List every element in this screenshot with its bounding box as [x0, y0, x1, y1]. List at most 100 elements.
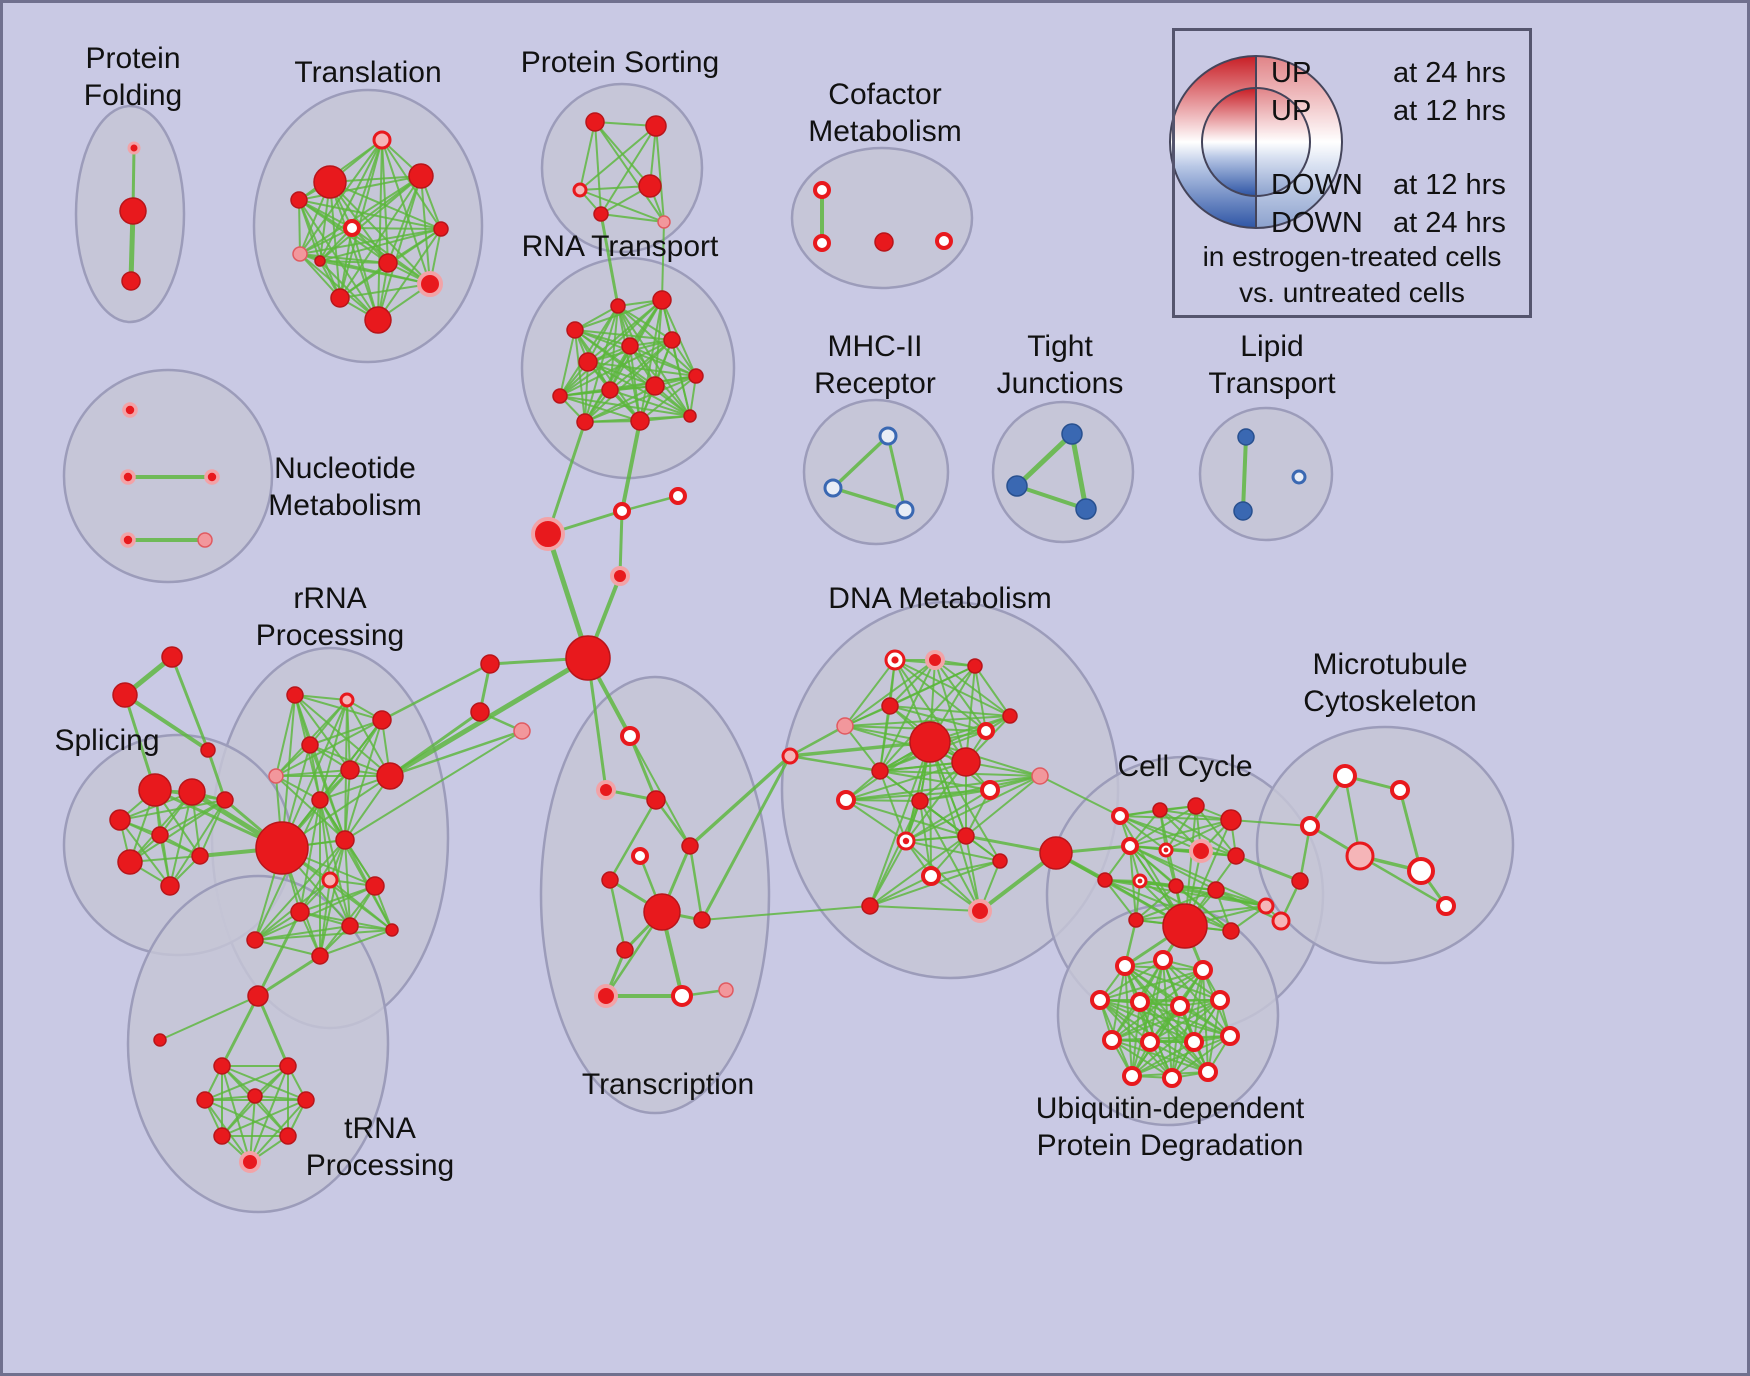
network-edge	[1099, 959, 1164, 1001]
gene-node	[364, 306, 392, 334]
network-edge	[254, 925, 351, 941]
gene-node	[1168, 878, 1184, 894]
network-edge	[1104, 879, 1137, 921]
cluster-ellipse-protein-sorting	[540, 82, 704, 254]
network-edge	[319, 260, 389, 264]
network-edge	[600, 213, 665, 223]
gene-node	[138, 773, 172, 807]
network-edge	[599, 213, 620, 307]
network-edge	[169, 799, 226, 887]
label-line: Tight	[1027, 330, 1093, 363]
network-edge	[351, 227, 442, 230]
network-edge	[789, 740, 931, 758]
gene-node	[621, 337, 639, 355]
gene-node	[1222, 922, 1240, 940]
network-edge	[1131, 1041, 1195, 1077]
gene-node	[980, 780, 1000, 800]
label-line: Metabolism	[808, 115, 962, 148]
network-edge	[608, 879, 627, 951]
gene-node	[313, 165, 347, 199]
gene-node	[1390, 780, 1410, 800]
gene-node	[279, 1127, 297, 1145]
network-edge	[1119, 815, 1167, 851]
label-line: rRNA	[293, 582, 367, 615]
network-edge	[618, 510, 624, 577]
network-edge	[594, 121, 665, 223]
network-edge	[1119, 815, 1202, 852]
gene-node	[1407, 857, 1435, 885]
network-edge	[869, 741, 931, 907]
gene-node	[365, 876, 385, 896]
legend-right-half-overlay	[1256, 56, 1342, 228]
gene-node	[417, 271, 443, 297]
network-edge	[559, 329, 576, 397]
network-edge	[377, 175, 422, 321]
gene-node	[1153, 950, 1173, 970]
label-line: Protein Degradation	[1036, 1129, 1304, 1162]
network-edge	[204, 1099, 289, 1137]
network-edge	[879, 770, 907, 842]
network-edge	[919, 800, 981, 912]
gene-node	[878, 426, 898, 446]
network-edge	[974, 665, 987, 732]
gene-node	[247, 985, 269, 1007]
network-edge	[298, 175, 422, 201]
label-line: Cell Cycle	[1117, 750, 1253, 783]
gene-node-core	[891, 656, 899, 664]
network-edge	[789, 754, 881, 773]
label-line: Splicing	[54, 724, 160, 757]
gene-node	[513, 722, 531, 740]
network-edge	[339, 227, 353, 299]
network-edge	[930, 860, 1001, 877]
legend-direction: UP	[1271, 95, 1312, 127]
gene-node	[620, 726, 640, 746]
gene-node	[1115, 956, 1135, 976]
gene-node	[576, 413, 594, 431]
network-edge	[319, 228, 442, 262]
gene-node	[470, 702, 490, 722]
network-edge	[298, 199, 431, 285]
gene-node	[861, 897, 879, 915]
gene-node	[645, 115, 667, 137]
gene-node	[216, 791, 234, 809]
gene-node	[1128, 912, 1144, 928]
network-edge	[559, 345, 631, 397]
gene-node	[314, 255, 326, 267]
network-edge	[1111, 1005, 1181, 1041]
gene-node	[1121, 837, 1139, 855]
network-edge	[579, 121, 596, 191]
gene-node	[117, 849, 143, 875]
label-line: Nucleotide	[274, 452, 416, 485]
gene-node	[1300, 816, 1320, 836]
network-edge	[974, 665, 1011, 717]
network-edge	[299, 253, 341, 299]
network-edge	[299, 228, 442, 255]
gene-node	[836, 790, 856, 810]
network-edge	[546, 421, 587, 535]
gene-node	[909, 721, 951, 763]
gene-node	[1097, 872, 1113, 888]
gene-node	[657, 215, 671, 229]
network-edge	[275, 719, 383, 777]
label-line: MHC-II	[827, 330, 923, 363]
network-edge	[1165, 819, 1232, 851]
network-edge	[257, 954, 321, 998]
legend-direction: DOWN	[1271, 169, 1363, 201]
gene-node	[1170, 996, 1190, 1016]
gene-node	[191, 847, 209, 865]
gene-node	[178, 778, 206, 806]
cluster-label-rna-transport: RNA Transport	[522, 228, 719, 265]
network-edge	[621, 494, 679, 513]
label-line: Folding	[83, 79, 183, 112]
network-edge	[254, 885, 376, 941]
gene-node	[1227, 847, 1245, 865]
network-edge	[1104, 879, 1232, 932]
network-edge	[319, 260, 379, 321]
gene-node	[669, 487, 687, 505]
gene-node	[1002, 708, 1018, 724]
network-edge	[1195, 805, 1237, 857]
gene-node	[213, 1127, 231, 1145]
legend-direction: UP	[1271, 57, 1312, 89]
